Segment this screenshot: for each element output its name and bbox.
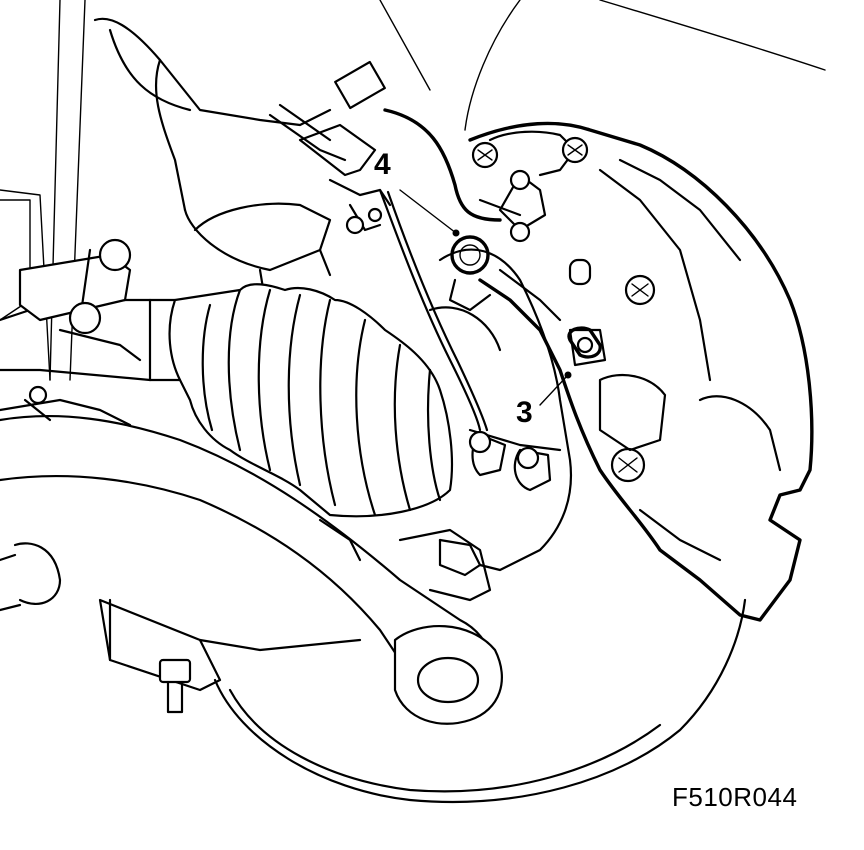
brake-pad-sensor	[567, 326, 602, 359]
brake-disc	[213, 598, 747, 803]
strut-bracket	[93, 17, 332, 302]
control-arm	[0, 398, 503, 725]
callout-4-dot	[452, 229, 460, 237]
abs-sensor	[448, 235, 492, 312]
callout-4-leader	[399, 189, 457, 234]
callout-3-leader	[539, 374, 569, 406]
sensor-wire	[378, 188, 489, 432]
brake-hose	[268, 60, 502, 235]
callout-leaders	[399, 189, 572, 406]
steering-knuckle	[318, 248, 572, 602]
brake-caliper	[468, 121, 814, 622]
callout-4-label: 4	[374, 148, 391, 181]
cv-boot	[148, 283, 454, 518]
drive-shaft	[0, 238, 152, 422]
callout-3-label: 3	[516, 396, 533, 429]
figure-code: F510R044	[672, 782, 798, 812]
callout-3-dot	[564, 371, 572, 379]
